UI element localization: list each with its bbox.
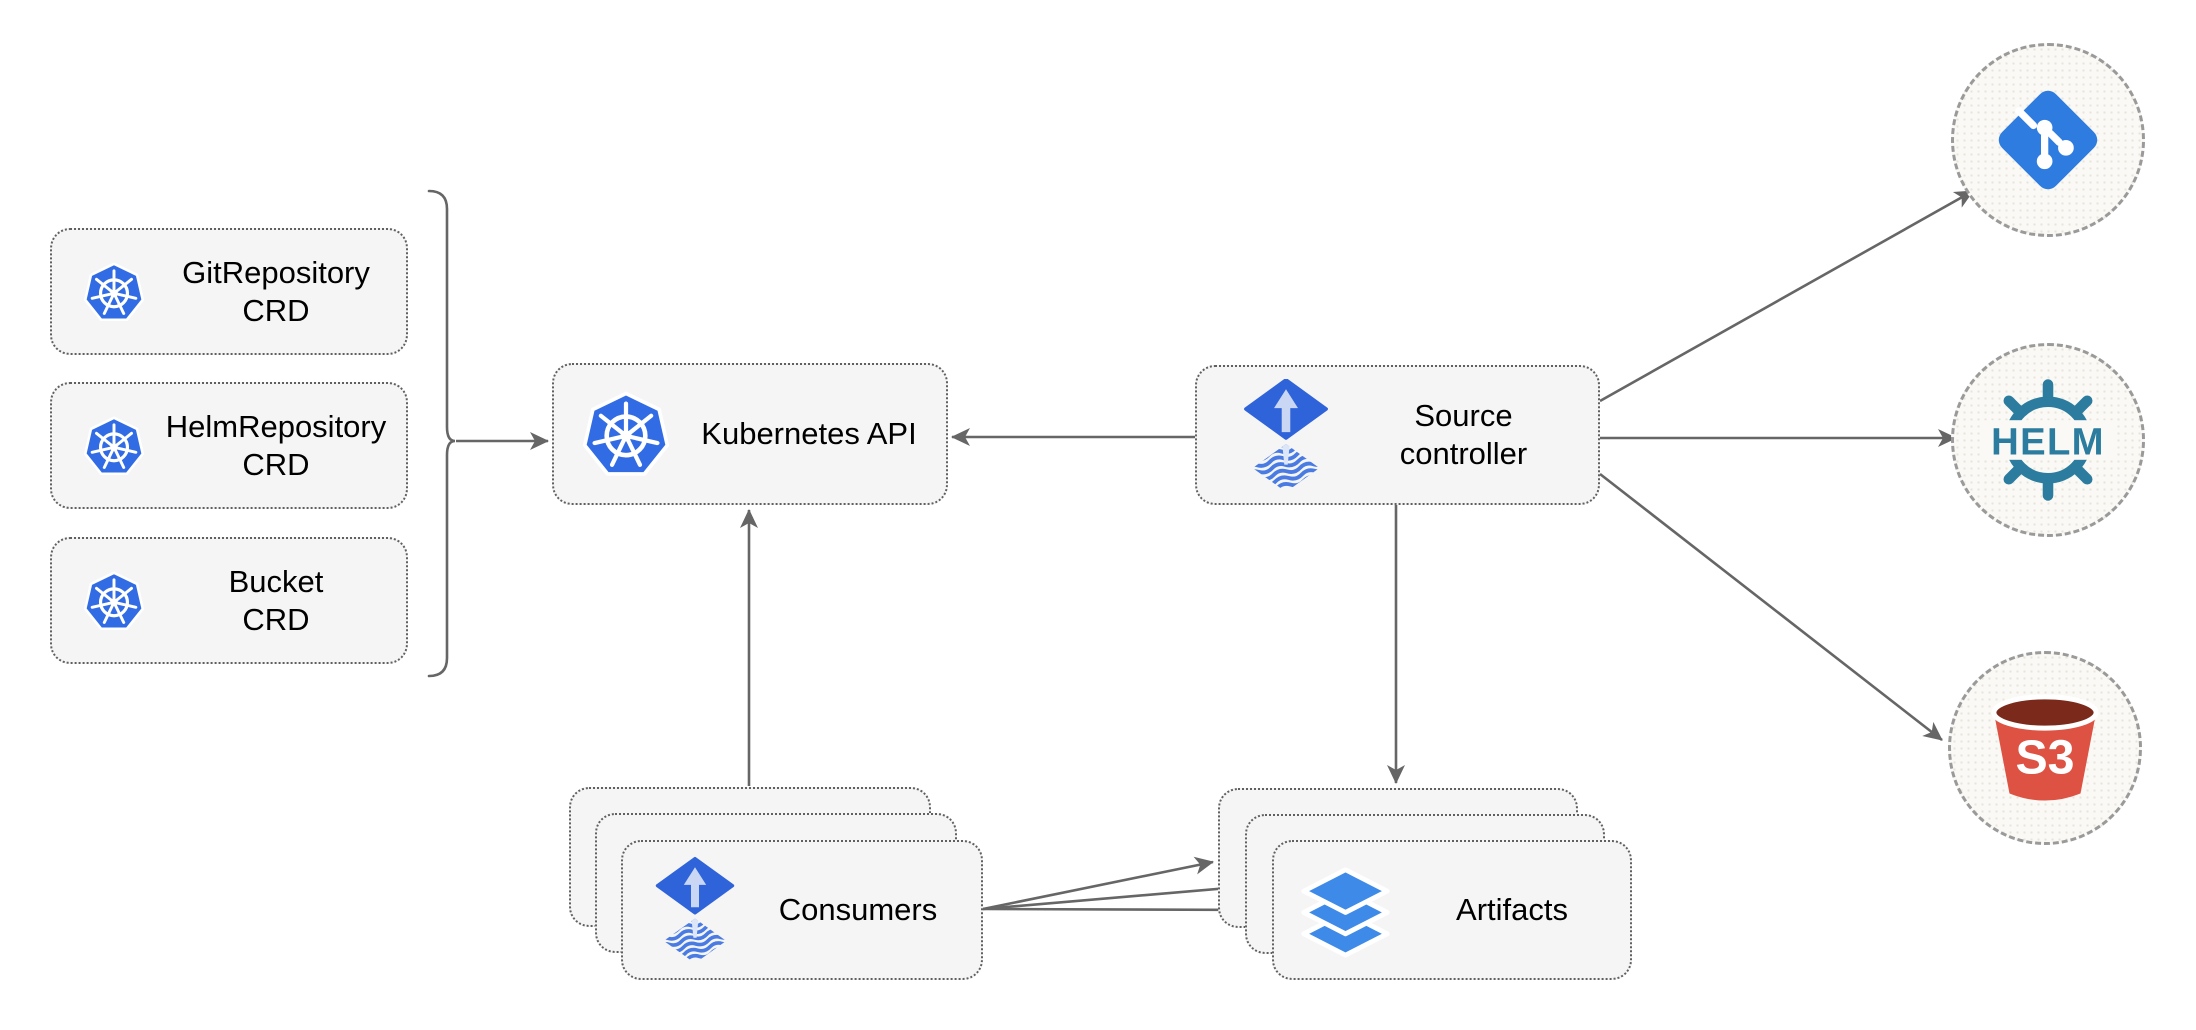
connector-controller-to-s3 [1599, 472, 1943, 742]
kubernetes-icon [82, 260, 146, 324]
s3-bucket-icon: S3 [1991, 694, 2099, 801]
node-helmrepository-crd: HelmRepository CRD [50, 382, 408, 509]
connector-consumers-to-artifacts-1 [982, 856, 1214, 911]
helmrepository-crd-label: HelmRepository CRD [165, 408, 387, 482]
node-source-controller: Source controller [1195, 365, 1600, 505]
endpoint-s3: S3 [1948, 651, 2142, 845]
node-consumers: Consumers [621, 840, 983, 980]
crd-brace [427, 189, 456, 678]
connector-controller-to-git [1599, 189, 1974, 403]
flux-icon [655, 854, 735, 967]
endpoint-helm: HELM [1951, 343, 2145, 537]
helm-icon: HELM [1982, 379, 2114, 501]
node-kubernetes-api: Kubernetes API [552, 363, 948, 505]
connector-consumers-to-artifacts-2 [982, 879, 1241, 911]
artifacts-layers-icon [1297, 862, 1394, 959]
node-bucket-crd: Bucket CRD [50, 537, 408, 664]
flux-icon [1243, 379, 1329, 492]
artifacts-label: Artifacts [1456, 892, 1568, 928]
kubernetes-api-label: Kubernetes API [701, 416, 917, 452]
bucket-crd-label: Bucket CRD [228, 563, 324, 637]
kubernetes-icon [82, 569, 146, 633]
s3-icon-text: S3 [2015, 731, 2074, 785]
consumers-label: Consumers [778, 892, 938, 928]
helm-icon-text: HELM [1991, 421, 2105, 464]
kubernetes-icon [82, 414, 146, 478]
git-icon [1992, 84, 2104, 196]
node-gitrepository-crd: GitRepository CRD [50, 228, 408, 355]
node-artifacts: Artifacts [1272, 840, 1632, 980]
kubernetes-icon [580, 388, 672, 480]
source-controller-label: Source controller [1399, 398, 1528, 471]
gitrepository-crd-label: GitRepository CRD [182, 254, 370, 328]
endpoint-git [1951, 43, 2145, 237]
